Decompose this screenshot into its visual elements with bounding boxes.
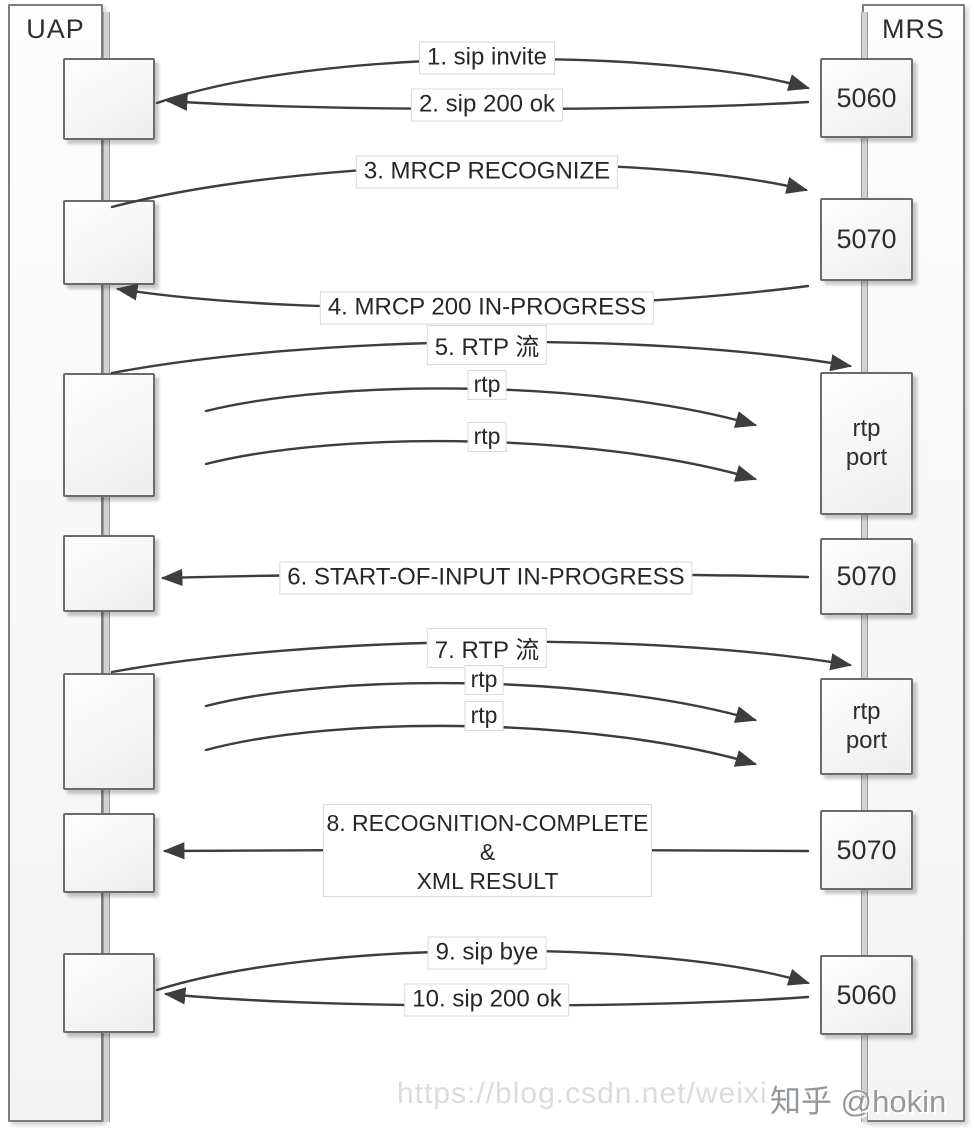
activation-box-7	[63, 953, 155, 1033]
port-box-rtp-2: rtp port	[820, 678, 913, 775]
activation-box-1	[63, 58, 155, 140]
port-label: 5060	[836, 82, 897, 113]
activation-box-6	[63, 813, 155, 893]
port-label-line: port	[845, 443, 888, 471]
csdn-watermark: https://blog.csdn.net/weixi	[397, 1077, 768, 1110]
message-label-rtp-1b: rtp	[467, 422, 507, 452]
message-label-8-line-2: &	[479, 839, 496, 865]
port-label-line: rtp	[852, 697, 881, 725]
port-box-5060-bottom: 5060	[820, 955, 913, 1035]
message-label-5: 5. RTP 流	[426, 325, 548, 365]
arrow-rtp-2b	[204, 724, 758, 767]
message-label-rtp-2b: rtp	[464, 701, 504, 731]
activation-box-5	[63, 673, 155, 790]
port-box-5070-1: 5070	[820, 198, 913, 281]
port-label-line: rtp	[852, 414, 881, 442]
message-label-2: 2. sip 200 ok	[410, 88, 564, 122]
activation-box-4	[63, 535, 155, 612]
message-label-6: 6. START-OF-INPUT IN-PROGRESS	[279, 561, 693, 595]
message-label-10: 10. sip 200 ok	[404, 983, 570, 1017]
message-label-rtp-2a: rtp	[464, 665, 504, 695]
port-label: 5060	[836, 979, 897, 1010]
port-box-rtp-1: rtp port	[820, 372, 913, 515]
port-box-5060-top: 5060	[820, 58, 913, 138]
message-label-7: 7. RTP 流	[426, 628, 548, 668]
message-label-4: 4. MRCP 200 IN-PROGRESS	[319, 291, 655, 325]
port-label: 5070	[836, 224, 897, 255]
message-label-rtp-1a: rtp	[467, 370, 507, 400]
zhihu-watermark: 知乎 @hokin	[770, 1084, 947, 1119]
port-box-5070-2: 5070	[820, 538, 913, 615]
port-label: 5070	[836, 834, 897, 865]
message-label-8-line-3: XML RESULT	[416, 868, 559, 894]
port-label: 5070	[836, 561, 897, 592]
message-label-1: 1. sip invite	[418, 41, 556, 75]
port-box-5070-3: 5070	[820, 810, 913, 890]
message-label-3: 3. MRCP RECOGNIZE	[355, 155, 619, 189]
message-label-8-line-1: 8. RECOGNITION-COMPLETE	[326, 810, 649, 836]
message-label-9: 9. sip bye	[427, 936, 547, 970]
port-label-line: port	[845, 726, 888, 754]
activation-box-3	[63, 373, 155, 497]
actor-label-mrs: MRS	[882, 14, 945, 44]
message-label-8: 8. RECOGNITION-COMPLETE & XML RESULT	[323, 804, 652, 897]
actor-label-uap: UAP	[26, 14, 85, 44]
activation-box-2	[63, 200, 155, 285]
